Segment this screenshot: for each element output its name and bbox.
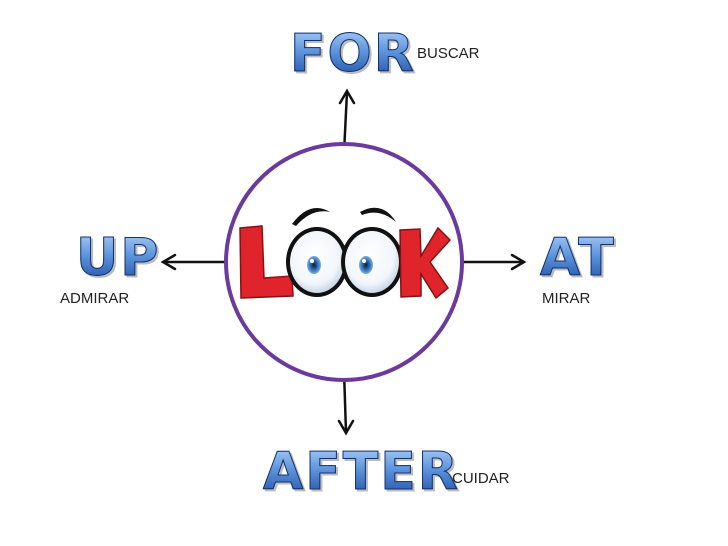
svg-text:K: K	[0, 0, 1, 1]
preposition-after: AFTER	[263, 442, 460, 502]
translation-mirar: MIRAR	[542, 290, 591, 307]
right-eyebrow-icon	[360, 207, 396, 222]
letter-o-right-eye: O	[0, 0, 403, 297]
translation-buscar: BUSCAR	[417, 45, 480, 62]
svg-text:O: O	[0, 0, 1, 1]
svg-text:O: O	[0, 0, 1, 1]
preposition-for: FOR	[290, 24, 416, 84]
letter-o-left-eye: O	[0, 0, 348, 297]
letter-k: K	[0, 0, 452, 300]
preposition-at: AT	[540, 228, 616, 288]
translation-cuidar: CUIDAR	[452, 470, 510, 487]
translation-admirar: ADMIRAR	[60, 290, 130, 307]
preposition-up: UP	[75, 228, 161, 288]
left-eyebrow-icon	[292, 208, 330, 226]
look-word: L O O K	[0, 0, 452, 300]
arrow-left-to-up	[160, 253, 228, 271]
svg-text:L: L	[0, 0, 1, 1]
arrow-right-to-at	[460, 253, 527, 271]
